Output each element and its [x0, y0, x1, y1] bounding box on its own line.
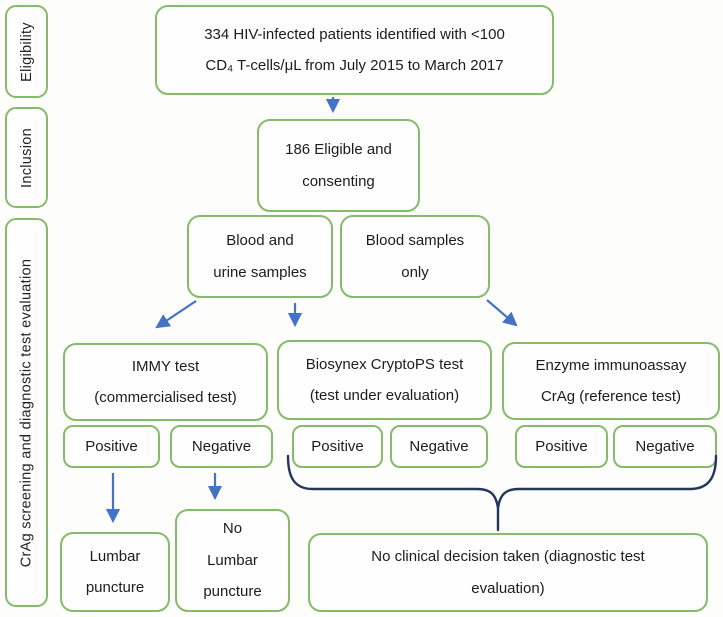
node-lumbar-line2: puncture — [85, 579, 145, 596]
node-immy-test: IMMY test (commercialised test) — [63, 343, 268, 421]
result-immy-negative: Negative — [170, 425, 273, 468]
result-biosynex-negative: Negative — [390, 425, 488, 468]
node-lumbar-puncture: Lumbar puncture — [60, 532, 170, 612]
result-immy-positive: Positive — [63, 425, 160, 468]
node-eligible-consenting: 186 Eligible and consenting — [257, 119, 420, 212]
node-blood-only-line1: Blood samples — [365, 232, 465, 249]
node-eia-line2: CrAg (reference test) — [540, 388, 682, 405]
node-identified-patients: 334 HIV-infected patients identified wit… — [155, 5, 554, 95]
node-blood-urine-line2: urine samples — [213, 263, 307, 281]
node-blood-samples-only: Blood samples only — [340, 215, 490, 298]
node-no-lumbar-line3: puncture — [203, 583, 262, 601]
result-biosynex-positive: Positive — [292, 425, 383, 468]
node-no-lumbar-line2: Lumbar — [207, 551, 258, 569]
stage-label-inclusion: Inclusion — [18, 127, 35, 188]
node-blood-and-urine-samples: Blood and urine samples — [187, 215, 333, 298]
node-immy-line1: IMMY test — [131, 357, 200, 375]
arrow-blood-only-to-eia-icon — [486, 299, 518, 327]
result-eia-positive: Positive — [515, 425, 608, 468]
node-lumbar-line1: Lumbar — [89, 547, 141, 565]
node-immy-line2: (commercialised test) — [94, 389, 237, 406]
node-identified-line1: 334 HIV-infected patients identified wit… — [204, 25, 505, 43]
stage-box-eligibility: Eligibility — [5, 5, 48, 98]
node-blood-only-line2: only — [401, 263, 429, 281]
stage-label-eligibility: Eligibility — [18, 21, 35, 82]
node-no-clinical-decision: No clinical decision taken (diagnostic t… — [308, 533, 708, 612]
result-eia-negative: Negative — [613, 425, 717, 468]
node-blood-urine-line1: Blood and — [226, 232, 294, 249]
stage-box-crag-screening: CrAg screening and diagnostic test evalu… — [5, 218, 48, 607]
node-biosynex-cryptops-test: Biosynex CryptoPS test (test under evalu… — [277, 340, 492, 420]
arrow-blood-urine-to-immy-icon — [155, 300, 197, 329]
node-biosynex-line1: Biosynex CryptoPS test — [305, 355, 464, 373]
node-enzyme-immunoassay-crag: Enzyme immunoassay CrAg (reference test) — [502, 342, 720, 420]
node-eligible-line2: consenting — [302, 172, 375, 190]
node-no-lumbar-puncture: No Lumbar puncture — [175, 509, 290, 612]
node-biosynex-line2: (test under evaluation) — [309, 387, 460, 404]
stage-label-crag-screening: CrAg screening and diagnostic test evalu… — [18, 258, 35, 567]
stage-box-inclusion: Inclusion — [5, 107, 48, 208]
node-eligible-line1: 186 Eligible and — [285, 141, 392, 158]
node-no-lumbar-line1: No — [222, 520, 243, 538]
node-eia-line1: Enzyme immunoassay — [535, 356, 687, 374]
node-identified-line2: CD₄ T-cells/μL from July 2015 to March 2… — [205, 57, 504, 74]
